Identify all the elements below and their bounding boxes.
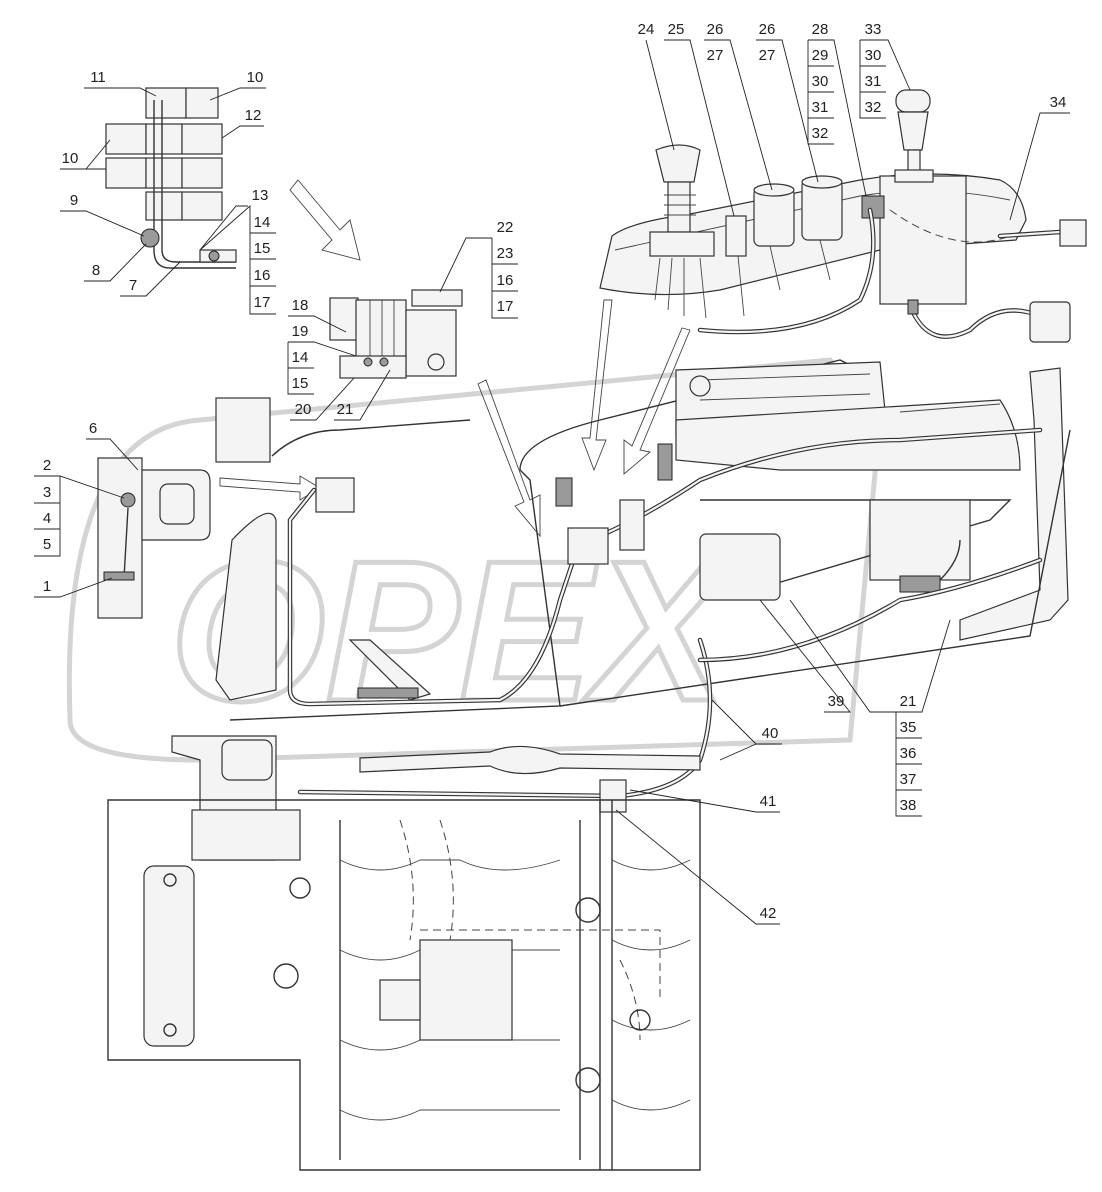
callout-number: 12 (245, 107, 262, 124)
callout-number: 14 (292, 349, 309, 366)
wiring-harness (287, 427, 1043, 813)
callout-number: 22 (497, 219, 514, 236)
callout-number: 20 (295, 401, 312, 418)
callout-number: 3 (43, 484, 51, 501)
callout-number: 18 (292, 297, 309, 314)
callout-number: 27 (707, 47, 724, 64)
cab-frame (215, 359, 1071, 721)
callout-number: 24 (638, 21, 655, 38)
callout-number: 35 (900, 719, 917, 736)
control-console-detail (599, 89, 1087, 343)
callout-number: 38 (900, 797, 917, 814)
callout-number: 25 (668, 21, 685, 38)
callout-number: 31 (812, 99, 829, 116)
callout-number: 34 (1050, 94, 1067, 111)
callout-number: 30 (865, 47, 882, 64)
callout-number: 26 (759, 21, 776, 38)
callout-number: 15 (292, 375, 309, 392)
callout-number: 40 (762, 725, 779, 742)
callout-number: 1 (43, 578, 51, 595)
callout-number: 9 (70, 192, 78, 209)
leader-lines (34, 39, 1070, 925)
relay-block-detail (105, 87, 237, 269)
callout-number: 36 (900, 745, 917, 762)
callout-number: 31 (865, 73, 882, 90)
callout-number: 39 (828, 693, 845, 710)
callout-number: 33 (865, 21, 882, 38)
callout-number: 4 (43, 510, 51, 527)
callout-number: 10 (62, 150, 79, 167)
callout-number: 16 (254, 267, 271, 284)
callout-number: 23 (497, 245, 514, 262)
callout-number: 6 (89, 420, 97, 437)
callout-number: 32 (865, 99, 882, 116)
chassis-frame (107, 735, 701, 1171)
callout-number: 19 (292, 323, 309, 340)
callout-number: 14 (254, 214, 271, 231)
door-panel (97, 457, 211, 619)
relay-bracket-detail (329, 289, 463, 379)
callout-number: 11 (90, 69, 106, 86)
callout-number: 5 (43, 536, 51, 553)
callout-number: 37 (900, 771, 917, 788)
callout-number: 21 (337, 401, 354, 418)
callout-number: 8 (92, 262, 100, 279)
callout-number: 17 (497, 298, 514, 315)
callout-number: 28 (812, 21, 829, 38)
callout-number: 2 (43, 457, 51, 474)
callout-number: 26 (707, 21, 724, 38)
callout-number: 29 (812, 47, 829, 64)
callout-number: 10 (247, 69, 264, 86)
callout-number: 13 (252, 187, 269, 204)
callout-number: 42 (760, 905, 777, 922)
callout-number: 15 (254, 240, 271, 257)
callout-number: 21 (900, 693, 917, 710)
callout-number: 30 (812, 73, 829, 90)
callout-number: 7 (129, 277, 137, 294)
callout-number: 27 (759, 47, 776, 64)
callout-number: 32 (812, 125, 829, 142)
callout-number: 17 (254, 294, 271, 311)
callout-number: 41 (760, 793, 777, 810)
callout-number: 16 (497, 272, 514, 289)
